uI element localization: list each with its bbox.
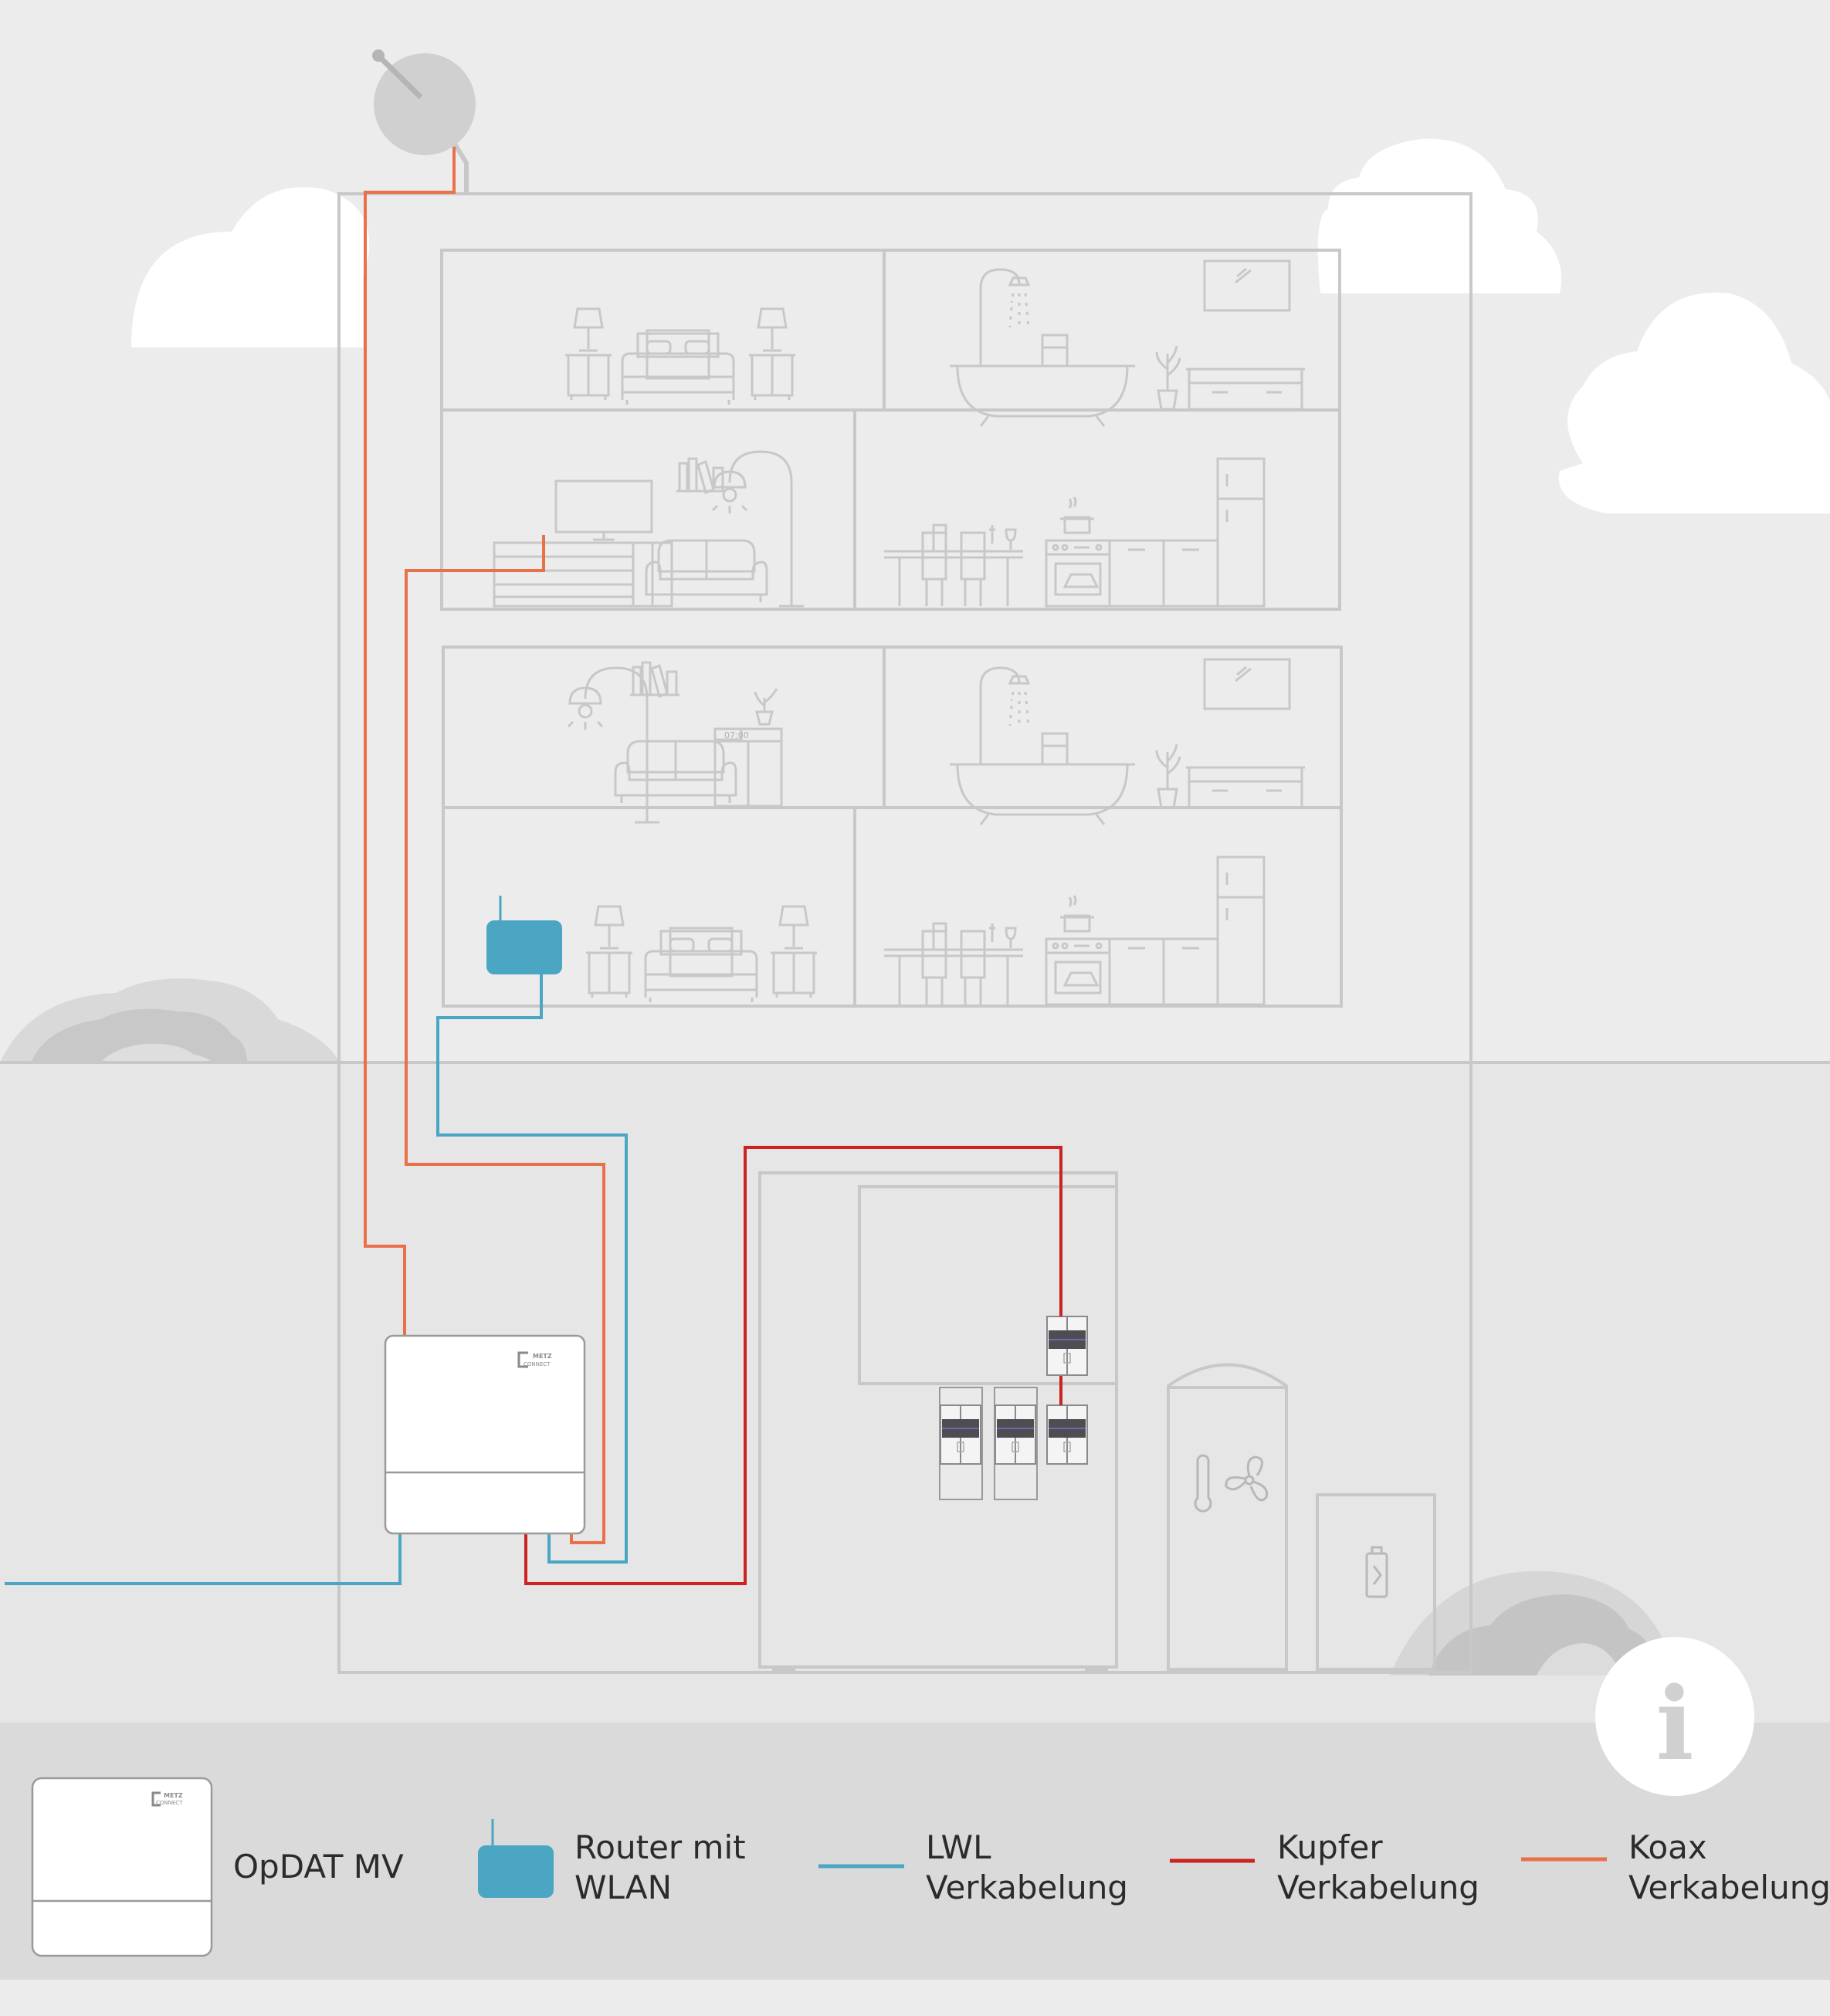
heat-pump: [1167, 1363, 1288, 1671]
meter-cabinet: [758, 1171, 1118, 1669]
device-brand-bottom: CONNECT: [524, 1361, 551, 1367]
legend-router-label: Router mit WLAN: [574, 1828, 746, 1906]
koax-cable-satellite: [364, 147, 456, 1336]
info-icon[interactable]: i: [1595, 1637, 1754, 1796]
house-outline: [337, 192, 1472, 1674]
svg-text:METZ: METZ: [164, 1792, 183, 1799]
legend-router-icon: [478, 1819, 554, 1898]
device-brand-top: METZ: [533, 1353, 552, 1360]
lwl-cable-outside: [5, 1532, 402, 1585]
satellite-dish-icon: [372, 49, 476, 194]
fan-icon: [1225, 1455, 1269, 1502]
legend-band: [0, 1723, 1830, 1980]
battery-icon: [1365, 1546, 1388, 1598]
smart-meters: [939, 1316, 1088, 1500]
koax-cable-tv: [405, 535, 605, 1544]
legend-koax-label: Koax Verkabelung: [1628, 1828, 1830, 1906]
legend-opdat-icon: METZ CONNECT: [31, 1777, 213, 1957]
svg-text:CONNECT: CONNECT: [156, 1800, 183, 1806]
svg-text:i: i: [1655, 1665, 1693, 1783]
legend-kupfer-label: Kupfer Verkabelung: [1277, 1828, 1479, 1906]
kupfer-cable-meter: [524, 1146, 1062, 1585]
legend-opdat-label: OpDAT MV: [233, 1848, 404, 1886]
lwl-cable-router: [436, 974, 628, 1564]
thermometer-icon: [1194, 1454, 1212, 1513]
router-icon: [486, 896, 562, 974]
battery-storage: [1316, 1493, 1436, 1671]
cloud-icon: [131, 138, 1830, 513]
opdat-mv-device: METZ CONNECT: [384, 1334, 586, 1535]
legend-lwl-label: LWL Verkabelung: [926, 1828, 1128, 1906]
kitchen-clock: 07:00: [724, 730, 749, 740]
furniture: [493, 259, 1306, 1006]
